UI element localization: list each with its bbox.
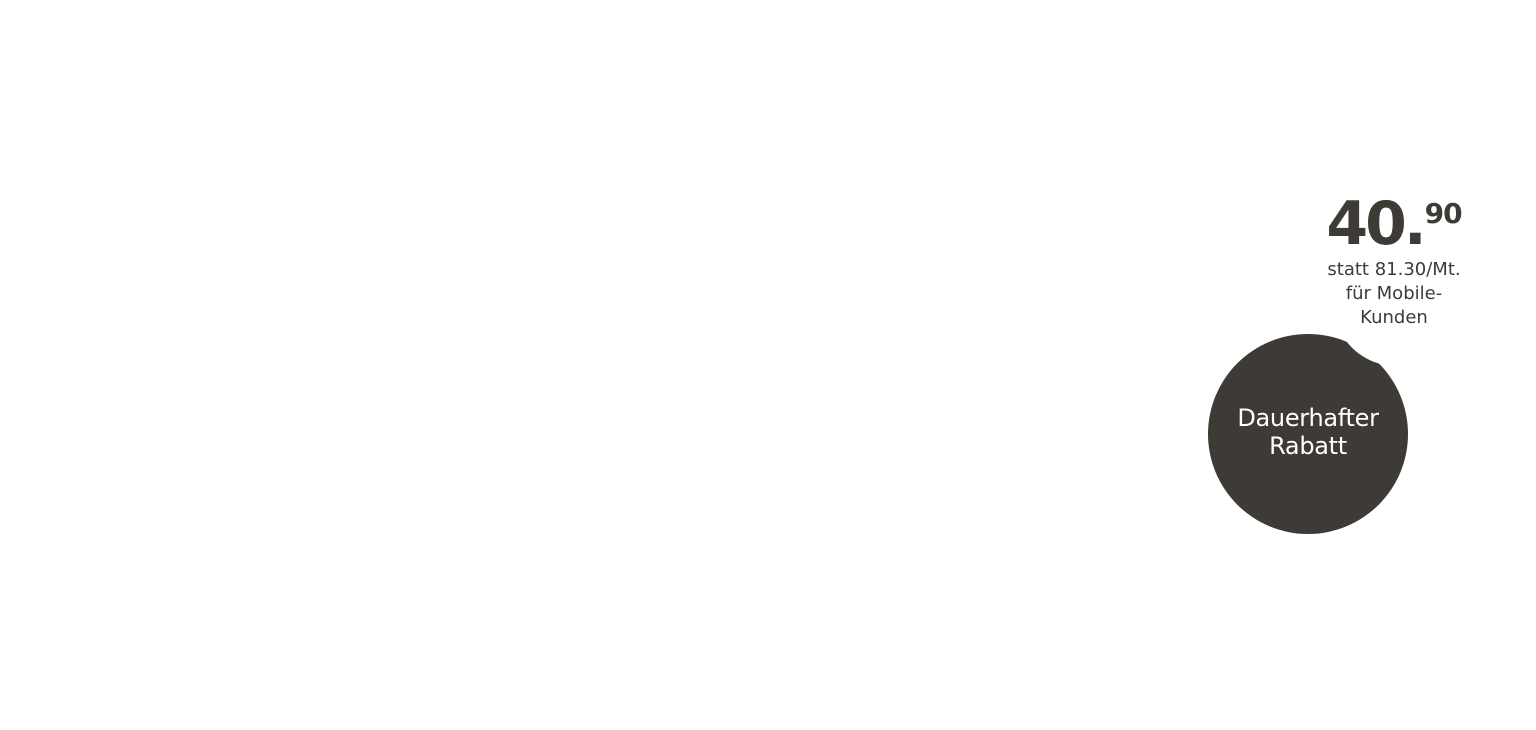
price-separator: . — [1403, 189, 1427, 259]
badge-label-line: Rabatt — [1269, 432, 1347, 460]
discount-badge: Dauerhafter Rabatt — [1208, 334, 1408, 534]
badge-label: Dauerhafter Rabatt — [1208, 404, 1408, 460]
badge-label-line: Dauerhafter — [1237, 404, 1379, 432]
price-note-line: statt 81.30/Mt. — [1327, 259, 1461, 280]
discount-badge-shape — [1208, 334, 1408, 534]
price-note-line: Kunden — [1360, 307, 1428, 328]
price-main: 40 — [1326, 189, 1406, 259]
price-cents: 90 — [1424, 197, 1463, 230]
price: 40.90 — [1326, 194, 1463, 254]
price-note-line: für Mobile- — [1345, 283, 1443, 304]
price-block: 40.90 statt 81.30/Mt. für Mobile- Kunden — [1304, 192, 1484, 330]
price-note: statt 81.30/Mt. für Mobile- Kunden — [1304, 258, 1484, 330]
